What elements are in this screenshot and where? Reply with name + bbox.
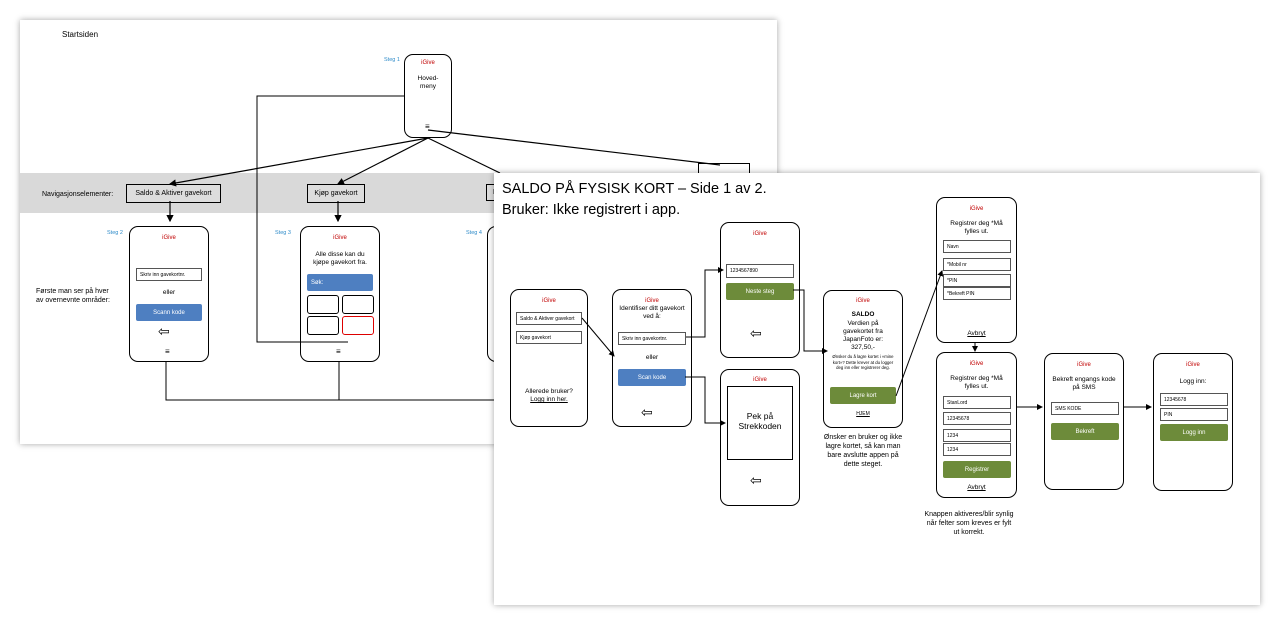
back-arrow-icon[interactable]: ⇦ [641,404,653,420]
brand-logo: iGive [1077,362,1091,368]
phone-start: iGive Saldo & Aktiver gavekort Kjøp gave… [510,289,588,427]
login-link[interactable]: Logg inn her. [530,396,568,403]
brand-logo: iGive [753,377,767,383]
brand-logo: iGive [162,235,176,241]
giftcard-number-field[interactable]: Skriv inn gavekortnr. [618,332,686,345]
back-arrow-icon[interactable]: ⇦ [158,323,170,339]
or-text: eller [162,289,176,296]
sheet-title: Startsiden [62,30,99,39]
camera-viewfinder [727,386,793,460]
name-field[interactable]: StanLord [943,396,1011,409]
confirm-button[interactable]: Bekreft [1051,423,1119,440]
save-card-button[interactable]: Lagre kort [830,387,896,404]
phone-text: Identifiser ditt gavekort ved å: [619,305,685,320]
pin-field[interactable]: 1234 [943,429,1011,442]
back-arrow-icon[interactable]: ⇦ [750,472,762,488]
scan-code-button[interactable]: Scan kode [618,369,686,386]
buy-giftcard-button[interactable]: Kjøp gavekort [516,331,582,344]
partial-box [698,163,750,177]
confirm-pin-field[interactable]: *Bekreft PIN [943,287,1011,300]
menu-icon[interactable]: ≡ [165,347,170,356]
phone-register-empty: iGive Registrer deg *Må fylles ut. Navn … [936,197,1017,343]
step-label-1: Steg 1 [384,57,400,63]
phone-text: Registrer deg *Må fylles ut. [950,375,1003,390]
store-tile[interactable] [307,316,339,335]
saldo-activate-button[interactable]: Saldo & Aktiver gavekort [516,312,582,325]
store-tile-highlighted[interactable] [342,316,374,335]
saldo-note: Ønsker en bruker og ikke lagre kortet, s… [823,434,903,468]
login-button[interactable]: Logg inn [1160,424,1228,441]
store-tile[interactable] [307,295,339,314]
phone-saldo: iGive SALDO Verdien på gavekortet fra Ja… [823,290,903,428]
step-label-2: Steg 2 [107,230,123,236]
giftcard-number-input[interactable]: 1234567890 [726,264,794,278]
brand-logo: iGive [856,298,870,304]
phone-text: Alle disse kan du kjøpe gavekort fra. [313,251,367,266]
saldo-title: SALDO [851,311,875,318]
connectors [165,95,721,401]
phone-sms-confirm: iGive Bekreft engangs kode på SMS SMS KO… [1044,353,1124,490]
home-link[interactable]: HJEM [856,411,870,417]
confirm-pin-field[interactable]: 1234 [943,443,1011,456]
menu-icon[interactable]: ≡ [336,347,341,356]
or-text: eller [645,354,659,361]
search-button[interactable]: Søk: [307,274,373,291]
brand-logo: iGive [753,231,767,237]
phone-scan-barcode: iGive Pek på Strekkoden ⇦ [720,369,800,506]
menu-icon[interactable]: ≡ [425,122,430,131]
sms-code-field[interactable]: SMS KODE [1051,402,1119,415]
name-field[interactable]: Navn [943,240,1011,253]
cancel-link[interactable]: Avbryt [967,330,986,337]
saldo-text: Verdien på gavekortet fra JapanFoto er: … [842,320,884,351]
brand-logo: iGive [969,206,984,212]
phone-register-filled: iGive Registrer deg *Må fylles ut. StanL… [936,352,1017,498]
brand-logo: iGive [969,361,984,367]
cancel-link[interactable]: Avbryt [967,484,986,491]
sheet-title-line2: Bruker: Ikke registrert i app. [502,202,681,218]
phone-text: Pek på Strekkoden [738,411,782,431]
hint-text: Første man ser på hver av overnevnte omr… [36,288,110,304]
phone-step2: iGive Skriv inn gavekortnr. eller Scann … [129,226,209,362]
phone-text: Bekreft engangs kode på SMS [1052,376,1116,391]
nav-label: Navigasjonselementer: [42,191,114,198]
brand-logo: iGive [333,235,347,241]
step-label-4: Steg 4 [466,230,482,236]
connectors [581,267,1152,426]
register-note: Knappen aktiveres/blir synlig når felter… [924,511,1014,536]
phone-text: Registrer deg *Må fylles ut. [950,220,1003,235]
next-step-button[interactable]: Neste steg [726,283,794,300]
phone-enter-number: iGive 1234567890 Neste steg ⇦ [720,222,800,358]
phone-step3: iGive Alle disse kan du kjøpe gavekort f… [300,226,380,362]
brand-logo: iGive [1186,362,1200,368]
mobile-field[interactable]: *Mobil nr [943,258,1011,271]
phone-identify: iGive Identifiser ditt gavekort ved å: S… [612,289,692,427]
sheet-title-line1: SALDO PÅ FYSISK KORT – Side 1 av 2. [502,181,767,197]
step-label-3: Steg 3 [275,230,291,236]
phone-home: iGive Hoved-meny ≡ [404,54,452,138]
save-info-text: Ønsker du å lagre kortet i «mine kort»? … [832,354,894,370]
sheet-saldo: SALDO PÅ FYSISK KORT – Side 1 av 2. Bruk… [494,173,1260,605]
existing-user-text: Allerede bruker? [525,388,573,395]
pin-field[interactable]: PIN [1160,408,1228,421]
nav-kjop-button[interactable]: Kjøp gavekort [307,184,365,203]
register-button[interactable]: Registrer [943,461,1011,478]
pin-field[interactable]: *PIN [943,274,1011,287]
phone-login: iGive Logg inn: 12345678 PIN Logg inn [1153,353,1233,491]
mobile-field[interactable]: 12345678 [943,412,1011,425]
brand-logo: iGive [542,298,556,304]
phone-text: Logg inn: [1179,378,1207,385]
mobile-field[interactable]: 12345678 [1160,393,1228,406]
giftcard-number-field[interactable]: Skriv inn gavekortnr. [136,268,202,281]
back-arrow-icon[interactable]: ⇦ [750,325,762,341]
store-tile[interactable] [342,295,374,314]
brand-logo: iGive [645,298,659,304]
brand-logo: iGive [421,60,435,66]
scan-code-button[interactable]: Scann kode [136,304,202,321]
phone-text: Hoved-meny [417,75,439,90]
